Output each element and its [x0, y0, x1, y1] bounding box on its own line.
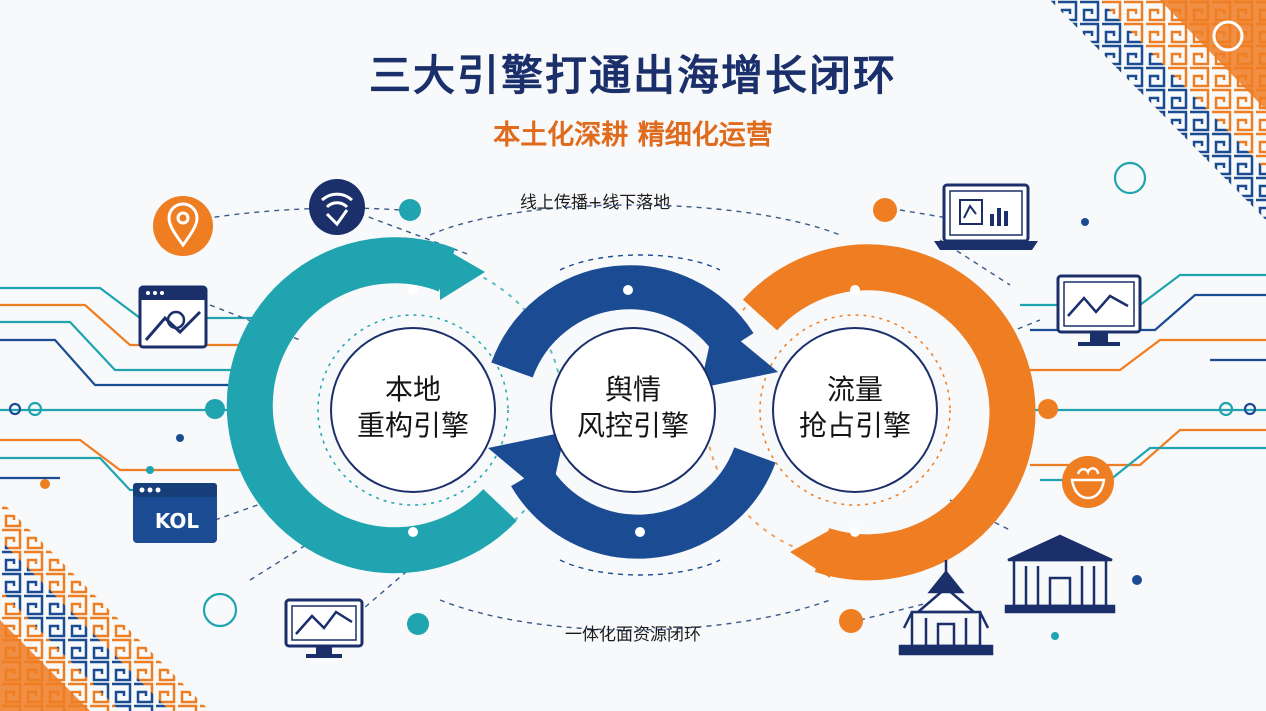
circuit-lines-right — [1010, 161, 1266, 640]
engine-label-line1: 舆情 — [604, 373, 661, 406]
temple-icon — [898, 560, 994, 656]
engine-label-local: 本地 重构引擎 — [333, 372, 493, 444]
kol-label: KOL — [154, 509, 200, 533]
monitor-chart-icon — [284, 598, 364, 658]
engine-label-line1: 本地 — [384, 373, 441, 406]
engine-label-risk: 舆情 风控引擎 — [553, 372, 713, 444]
engine-label-line2: 风控引擎 — [576, 409, 689, 442]
monitor-trend-icon — [1056, 274, 1142, 346]
wifi-shield-icon — [309, 179, 365, 235]
circuit-lines-left — [0, 286, 260, 628]
location-pin-icon — [153, 196, 213, 256]
laptop-chart-icon — [934, 183, 1038, 250]
engine-ring-orange — [704, 244, 1036, 581]
caption-top: 线上传播+线下落地 — [520, 193, 671, 213]
engine-label-traffic: 流量 抢占引擎 — [775, 372, 935, 444]
page-subtitle: 本土化深耕 精细化运营 — [493, 120, 773, 151]
caption-bottom: 一体化面资源闭环 — [565, 625, 701, 645]
engine-ring-blue — [488, 265, 778, 559]
engine-label-line2: 抢占引擎 — [798, 409, 911, 442]
corner-ornament-bottom-left — [0, 500, 210, 711]
building-icon — [1004, 534, 1116, 614]
kol-window-icon — [133, 483, 217, 543]
food-bowl-icon — [1062, 456, 1114, 508]
engine-label-line1: 流量 — [826, 373, 883, 406]
page-title: 三大引擎打通出海增长闭环 — [368, 51, 897, 100]
connector-dots — [399, 198, 897, 635]
corner-ornament-top-right — [1050, 0, 1266, 220]
browser-image-icon — [138, 285, 208, 349]
engine-label-line2: 重构引擎 — [356, 409, 469, 442]
